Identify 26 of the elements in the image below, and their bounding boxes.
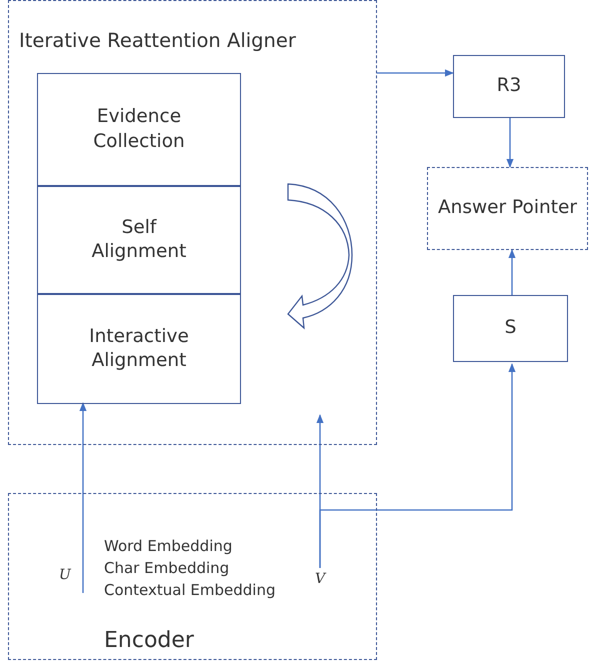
arrow <box>377 69 454 77</box>
module-panel <box>8 493 377 660</box>
node-label: Self Alignment <box>90 216 188 264</box>
module-panel <box>8 0 377 445</box>
variable-label: V <box>315 571 326 588</box>
arrow <box>508 249 516 295</box>
layer-label: Word Embedding <box>104 537 232 556</box>
module-panel <box>427 167 588 250</box>
panel-title: Iterative Reattention Aligner <box>19 29 297 54</box>
node-label: S <box>504 316 516 340</box>
node-label: Answer Pointer <box>438 196 577 220</box>
layer-label: Char Embedding <box>104 559 230 578</box>
process-box <box>37 186 241 294</box>
node-label: Interactive Alignment <box>88 324 190 373</box>
arrow <box>506 118 514 168</box>
process-box <box>37 73 241 186</box>
node-label: Evidence Collection <box>92 105 186 154</box>
arrow <box>319 363 516 568</box>
process-box <box>37 294 241 404</box>
panel-title: Encoder <box>104 627 194 654</box>
process-box <box>453 55 565 118</box>
variable-label: U <box>59 567 71 584</box>
process-box <box>453 295 568 362</box>
node-label: R3 <box>496 74 522 98</box>
arrow <box>79 402 87 593</box>
layer-label: Contextual Embedding <box>104 581 276 600</box>
